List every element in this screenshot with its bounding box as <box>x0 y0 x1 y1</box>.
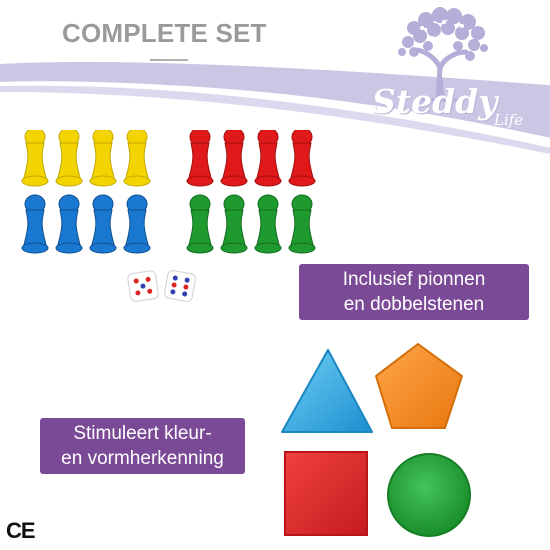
triangle-shape <box>281 349 373 433</box>
shape-set <box>281 343 471 537</box>
pieces-caption: Inclusief pionnen en dobbelstenen <box>299 264 529 320</box>
blue-pawns <box>21 194 151 254</box>
square-shape <box>284 451 368 536</box>
pieces-caption-line-1: Inclusief pionnen <box>342 269 486 290</box>
recognition-caption: Stimuleert kleur- en vormherkenning <box>40 418 245 474</box>
green-pawns <box>186 194 316 254</box>
brand-suffix: Life <box>494 111 524 129</box>
dice-pair <box>127 270 196 302</box>
pieces-caption-line-2: en dobbelstenen <box>343 294 485 315</box>
yellow-pawns <box>21 130 151 187</box>
brand-logo: Steddy <box>372 82 498 121</box>
recognition-caption-line-1: Stimuleert kleur- <box>73 423 212 444</box>
red-pawns <box>186 130 316 187</box>
tree-icon <box>398 7 488 102</box>
pawn-set <box>21 130 316 254</box>
page-title: COMPLETE SET <box>62 18 267 48</box>
die-left <box>127 270 159 302</box>
pentagon-shape <box>375 343 463 429</box>
ce-mark: CE <box>6 518 36 543</box>
recognition-caption-line-2: en vormherkenning <box>61 448 224 469</box>
title-underline <box>150 59 188 61</box>
circle-shape <box>387 453 471 537</box>
die-right <box>164 270 196 302</box>
